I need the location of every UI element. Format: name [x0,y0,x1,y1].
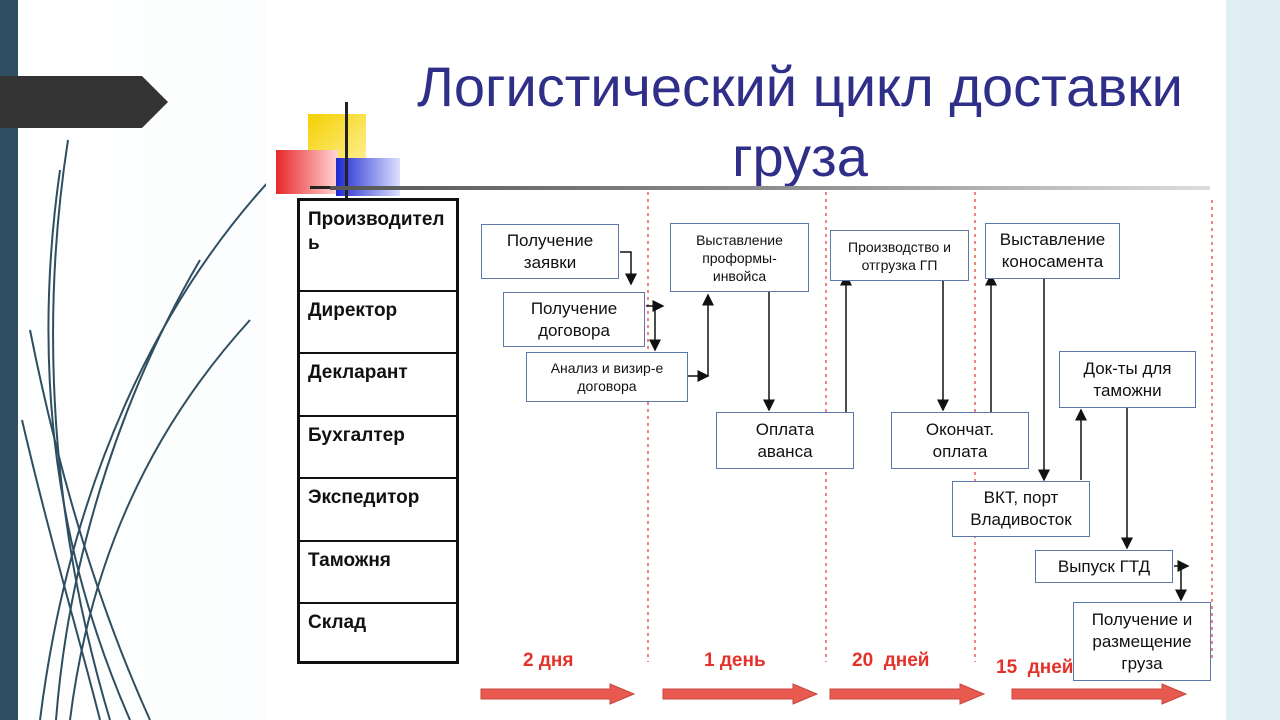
decorative-curves [21,139,270,720]
step-production-shipment: Производство и отгрузка ГП [830,230,969,281]
connector-arrow [620,251,637,286]
duration-label: 2 дня [523,650,574,671]
step-customs-docs: Док-ты для таможни [1059,351,1196,408]
step-proforma-invoice: Выставление проформы- инвойса [670,223,809,292]
duration-label: 1 день [704,650,766,671]
duration-label: 15 дней [996,657,1074,678]
roles-table: Производитель Директор Декларант Бухгалт… [297,198,459,664]
left-accent-bar [0,0,18,720]
deco-vertical-line [345,102,348,206]
step-cargo-receipt: Получение и размещение груза [1073,602,1211,681]
timeline-arrow [480,683,636,705]
duration-label: 20 дней [852,650,930,671]
role-cell: Бухгалтер [300,417,456,479]
step-get-contract: Получение договора [503,292,645,347]
step-port-vladivostok: ВКТ, порт Владивосток [952,481,1090,537]
timeline-arrow [1011,683,1188,705]
step-final-payment: Окончат. оплата [891,412,1029,469]
timeline-arrow [829,683,986,705]
step-bill-of-lading: Выставление коносамента [985,223,1120,279]
role-cell: Таможня [300,542,456,604]
role-cell: Производитель [300,201,456,292]
step-analyze-contract: Анализ и визир-е договора [526,352,688,402]
slide-tab-marker [0,76,168,128]
slide-title: Логистический цикл доставки груза [417,55,1183,188]
role-cell: Декларант [300,354,456,417]
deco-horizontal-line [310,186,340,189]
timeline-arrows [480,683,1188,705]
role-cell: Экспедитор [300,479,456,542]
step-gtd-release: Выпуск ГТД [1035,550,1173,583]
timeline-arrow [662,683,819,705]
role-cell: Директор [300,292,456,354]
role-cell: Склад [308,612,367,633]
phase-dividers [647,192,1213,662]
step-advance-payment: Оплата аванса [716,412,854,469]
step-get-request: Получение заявки [481,224,619,279]
title-underline [330,186,1210,190]
